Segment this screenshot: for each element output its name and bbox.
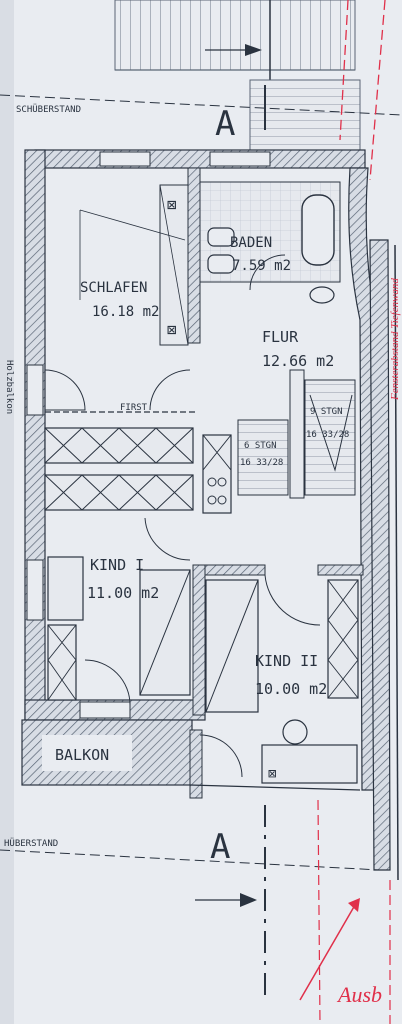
side-label: Holzbalkon (4, 360, 14, 414)
kind1-furniture (47, 556, 191, 706)
roof-overhang-top (114, 0, 361, 151)
kind1-name: KIND I (90, 556, 144, 574)
overhang-label-bottom: HÜBERSTAND (4, 838, 58, 849)
schlafen-area: 16.18 m2 (92, 304, 159, 320)
kind2-area: 10.00 m2 (255, 680, 327, 698)
wall-kind1-kind2 (192, 564, 206, 716)
staircase (237, 369, 356, 499)
red-markup (299, 0, 391, 1024)
flur-area: 12.66 m2 (262, 352, 334, 370)
red-vertical-note: Fensterabstand Tiefenwand (389, 278, 401, 401)
first-label: FIRST (120, 403, 148, 413)
kind2-name: KIND II (255, 652, 318, 670)
baden-area: 7.59 m2 (232, 258, 291, 274)
stairs-right-ratio: 16 33/28 (306, 430, 349, 440)
overhang-line-top (0, 94, 402, 116)
wall-flur-kind2 (204, 564, 266, 576)
door-swing-kind1 (144, 517, 191, 561)
section-marker-bottom: A (195, 805, 266, 1000)
door-swing-kind2 (264, 574, 321, 626)
red-bottom-note: Ausb (336, 982, 382, 1007)
stairs-left-count: 6 STGN (244, 441, 277, 451)
baden-name: BADEN (230, 235, 272, 251)
stairs-right-count: 9 STGN (310, 407, 343, 417)
balkon (21, 719, 361, 799)
balkon-label: BALKON (55, 746, 109, 764)
stairs-left-ratio: 16 33/28 (240, 458, 283, 468)
kind2-furniture: ⊠ (205, 579, 359, 784)
baden-room (199, 181, 341, 304)
schlafen-wardrobe: ⊠ ⊠ (79, 184, 189, 346)
schlafen-name: SCHLAFEN (80, 280, 147, 296)
kind1-area: 11.00 m2 (87, 584, 159, 602)
wall-schlafen-baden (187, 167, 201, 344)
stove (202, 434, 232, 514)
outer-walls (24, 149, 399, 881)
wardrobe-rows (44, 427, 194, 511)
section-letter-bottom: A (210, 827, 230, 867)
flur-name: FLUR (262, 328, 299, 346)
door-swing-flur (149, 369, 191, 411)
section-letter-top: A (215, 104, 235, 144)
svg-text:⊠: ⊠ (167, 195, 177, 214)
section-marker-top: A (215, 85, 266, 144)
door-swing-schlafen (44, 369, 86, 411)
svg-text:⊠: ⊠ (167, 320, 177, 339)
overhang-label-top: SCHÜBERSTAND (16, 104, 81, 115)
svg-text:⊠: ⊠ (268, 766, 277, 782)
overhang-line-bottom (0, 849, 381, 871)
